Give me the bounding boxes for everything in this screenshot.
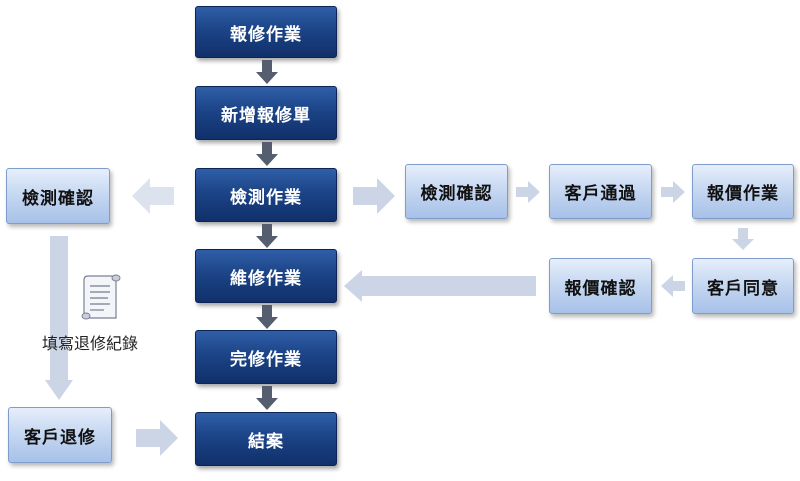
node-left-inspection-confirm-label: 檢測確認 [22,188,94,209]
arrow-left-to-left-inspection-confirm [132,178,174,214]
arrow-left-to-quote-confirm [661,275,685,297]
node-repair-work-label: 維修作業 [230,268,302,289]
arrow-down-2 [256,142,278,166]
document-caption: 填寫退修紀錄 [42,334,139,353]
arrow-right-to-customer-approve [516,181,540,203]
node-close-case-label: 結案 [248,431,284,452]
node-customer-return-label: 客戶退修 [24,427,96,448]
node-quote-confirm-label: 報價確認 [564,278,637,299]
node-inspection-job: 檢測作業 [195,168,337,222]
arrow-down-4 [256,305,278,329]
node-inspection-job-label: 檢測作業 [230,187,302,208]
node-repair-work: 維修作業 [195,249,337,303]
arrow-down-to-customer-return [45,236,73,400]
node-new-repair-order: 新增報修單 [195,86,337,140]
node-close-case: 結案 [195,412,337,466]
node-quote-job: 報價作業 [692,164,794,219]
node-customer-agree-label: 客戶同意 [707,278,779,299]
node-repair-job-label: 報修作業 [230,24,302,45]
arrow-down-1 [256,60,278,84]
node-customer-agree: 客戶同意 [692,258,794,314]
node-quote-job-label: 報價作業 [707,184,779,204]
node-repair-complete-label: 完修作業 [230,349,302,370]
node-customer-approve: 客戶通過 [549,164,652,219]
node-repair-complete: 完修作業 [195,330,337,384]
node-right-inspection-confirm-label: 檢測確認 [420,184,493,204]
arrow-down-to-customer-agree [732,228,754,250]
node-left-inspection-confirm: 檢測確認 [6,168,110,224]
node-right-inspection-confirm: 檢測確認 [405,164,508,219]
scroll-document-icon [81,274,121,320]
node-customer-return: 客戶退修 [8,407,112,463]
arrow-left-to-repair-work [344,270,536,302]
arrow-right-to-inspection-confirm [353,178,395,214]
node-quote-confirm: 報價確認 [549,258,652,314]
arrow-right-to-close-case [136,420,178,456]
arrow-down-5 [256,386,278,410]
arrow-right-to-quote-job [661,181,685,203]
arrow-down-3 [256,224,278,248]
node-repair-job: 報修作業 [195,6,337,58]
node-customer-approve-label: 客戶通過 [564,184,637,204]
node-new-repair-order-label: 新增報修單 [221,105,311,126]
